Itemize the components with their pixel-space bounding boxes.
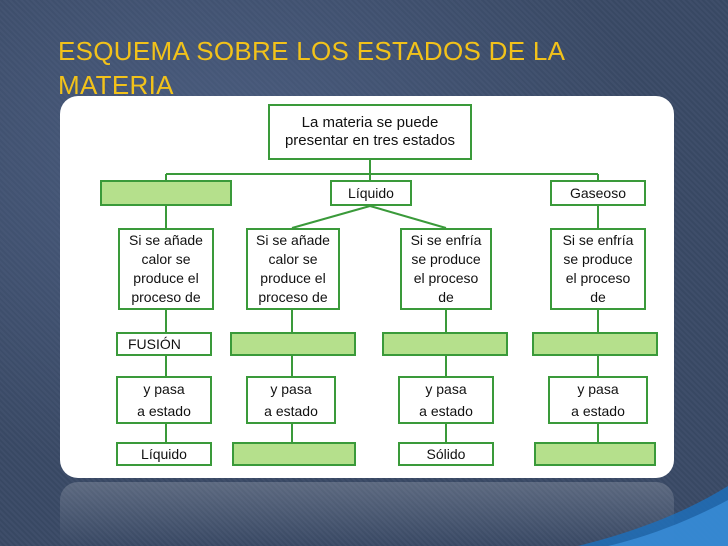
panel-reflection — [60, 482, 674, 546]
result-node-2 — [232, 442, 356, 466]
condition-node-2-text: Si se añade calor se produce el proceso … — [256, 232, 330, 305]
condition-node-2: Si se añade calor se produce el proceso … — [246, 228, 340, 310]
process-node-1: FUSIÓN — [116, 332, 212, 356]
transition-node-2: y pasa a estado — [246, 376, 336, 424]
condition-node-1: Si se añade calor se produce el proceso … — [118, 228, 214, 310]
root-node: La materia se puede presentar en tres es… — [268, 104, 472, 160]
result-node-3-text: Sólido — [426, 446, 466, 462]
connector-state2-cond2 — [291, 205, 371, 229]
transition-node-3: y pasa a estado — [398, 376, 494, 424]
transition-node-4: y pasa a estado — [548, 376, 648, 424]
condition-node-3: Si se enfría se produce el proceso de — [400, 228, 492, 310]
connector-state2-cond3 — [369, 205, 447, 229]
process-node-2 — [230, 332, 356, 356]
state-node-3-text: Gaseoso — [569, 185, 627, 201]
state-node-2-text: Líquido — [348, 185, 394, 201]
state-node-1 — [100, 180, 232, 206]
condition-node-3-text: Si se enfría se produce el proceso de — [410, 232, 482, 305]
transition-node-3-text: y pasa a estado — [419, 381, 473, 419]
result-node-4 — [534, 442, 656, 466]
condition-node-1-text: Si se añade calor se produce el proceso … — [129, 232, 203, 305]
connector-lines — [165, 160, 599, 442]
corner-swoosh-decoration — [578, 486, 728, 546]
result-node-3: Sólido — [398, 442, 494, 466]
transition-node-1-text: y pasa a estado — [137, 381, 191, 419]
state-node-2: Líquido — [330, 180, 412, 206]
diagram-panel: La materia se puede presentar en tres es… — [60, 96, 674, 478]
process-node-3 — [382, 332, 508, 356]
state-node-3: Gaseoso — [550, 180, 646, 206]
process-node-4 — [532, 332, 658, 356]
result-node-1-text: Líquido — [141, 446, 187, 462]
condition-node-4-text: Si se enfría se produce el proceso de — [562, 232, 634, 305]
result-node-1: Líquido — [116, 442, 212, 466]
condition-node-4: Si se enfría se produce el proceso de — [550, 228, 646, 310]
transition-node-1: y pasa a estado — [116, 376, 212, 424]
slide-title: ESQUEMA SOBRE LOS ESTADOS DE LA MATERIA — [58, 36, 564, 100]
process-node-1-text: FUSIÓN — [128, 336, 181, 352]
transition-node-4-text: y pasa a estado — [571, 381, 625, 419]
root-node-text: La materia se puede presentar en tres es… — [284, 114, 456, 149]
transition-node-2-text: y pasa a estado — [264, 381, 318, 419]
